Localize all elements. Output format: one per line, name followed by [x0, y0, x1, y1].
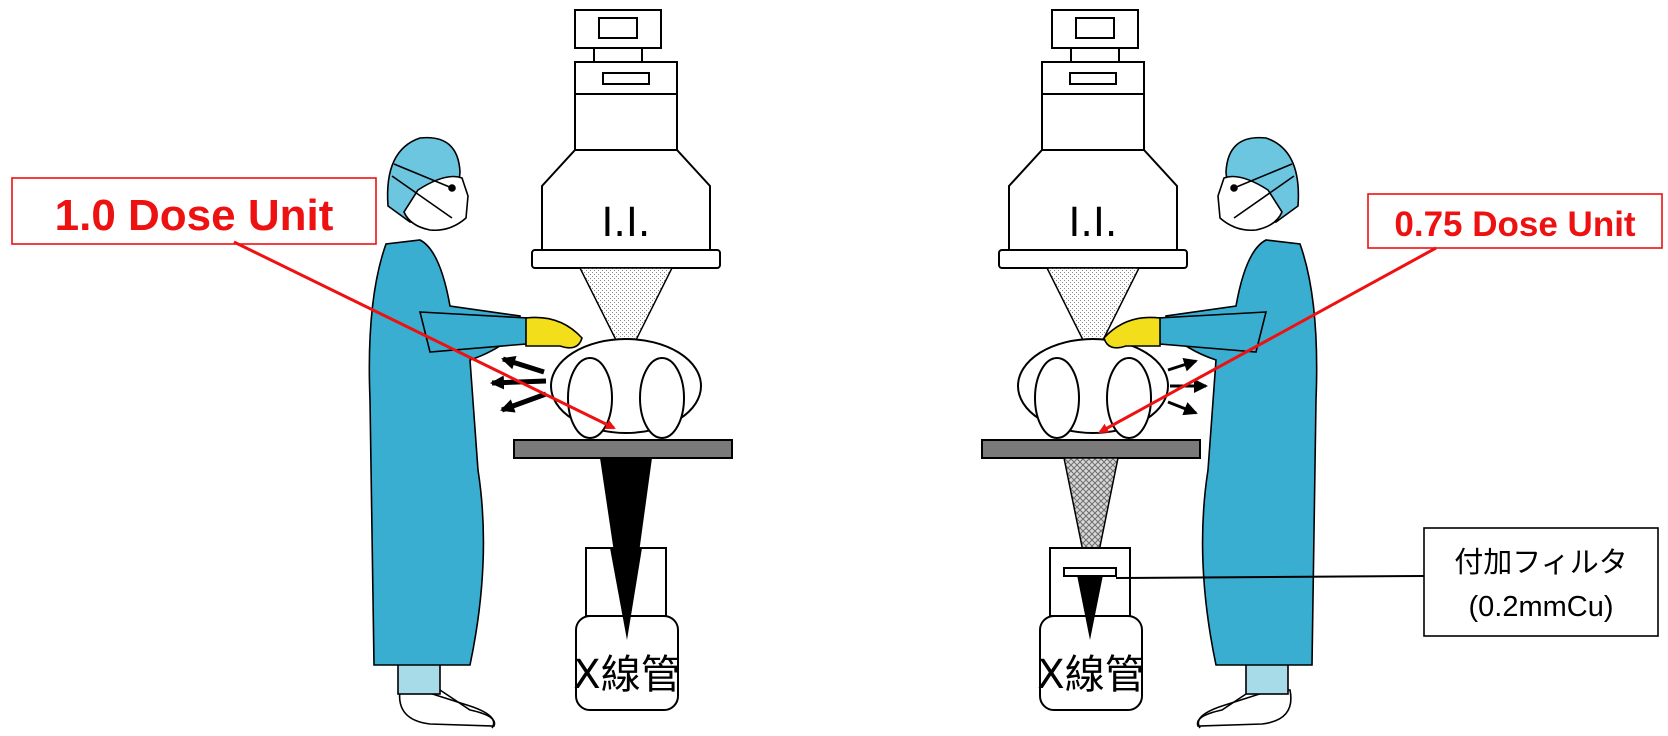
left-exam-table — [513, 439, 733, 459]
left-scatter-arrows — [490, 355, 547, 413]
right-exam-table — [981, 439, 1201, 459]
filter-label-line1: 付加フィルタ — [1454, 545, 1627, 579]
right-scatter-arrows — [1167, 358, 1208, 416]
left-ii-label: I.I. — [601, 200, 650, 246]
right-dose-arrow — [1098, 246, 1437, 434]
right-ii-label: I.I. — [1068, 200, 1117, 246]
filter-label-line2: (0.2mmCu) — [1468, 591, 1613, 623]
right-panel: I.I. X線管 — [981, 9, 1663, 729]
right-staff-figure — [1103, 136, 1318, 729]
left-exit-beam — [578, 267, 674, 349]
right-patient-head — [1017, 338, 1169, 439]
left-tube-label: X線管 — [573, 652, 680, 698]
added-filter-plate — [1063, 567, 1117, 577]
left-dose-label: 1.0 Dose Unit — [55, 191, 334, 240]
filter-callout-box — [1423, 527, 1659, 637]
filter-leader-line — [1115, 575, 1425, 579]
right-image-intensifier — [998, 9, 1188, 269]
left-dose-callout — [11, 177, 377, 245]
right-dose-callout — [1367, 193, 1663, 249]
left-staff-figure — [368, 136, 583, 729]
right-tube-label: X線管 — [1037, 652, 1144, 698]
left-dose-arrow — [233, 240, 616, 430]
left-image-intensifier — [531, 9, 721, 269]
left-panel: I.I. X線管 — [11, 9, 733, 729]
right-dose-label: 0.75 Dose Unit — [1394, 205, 1636, 244]
left-patient-head — [550, 338, 702, 439]
